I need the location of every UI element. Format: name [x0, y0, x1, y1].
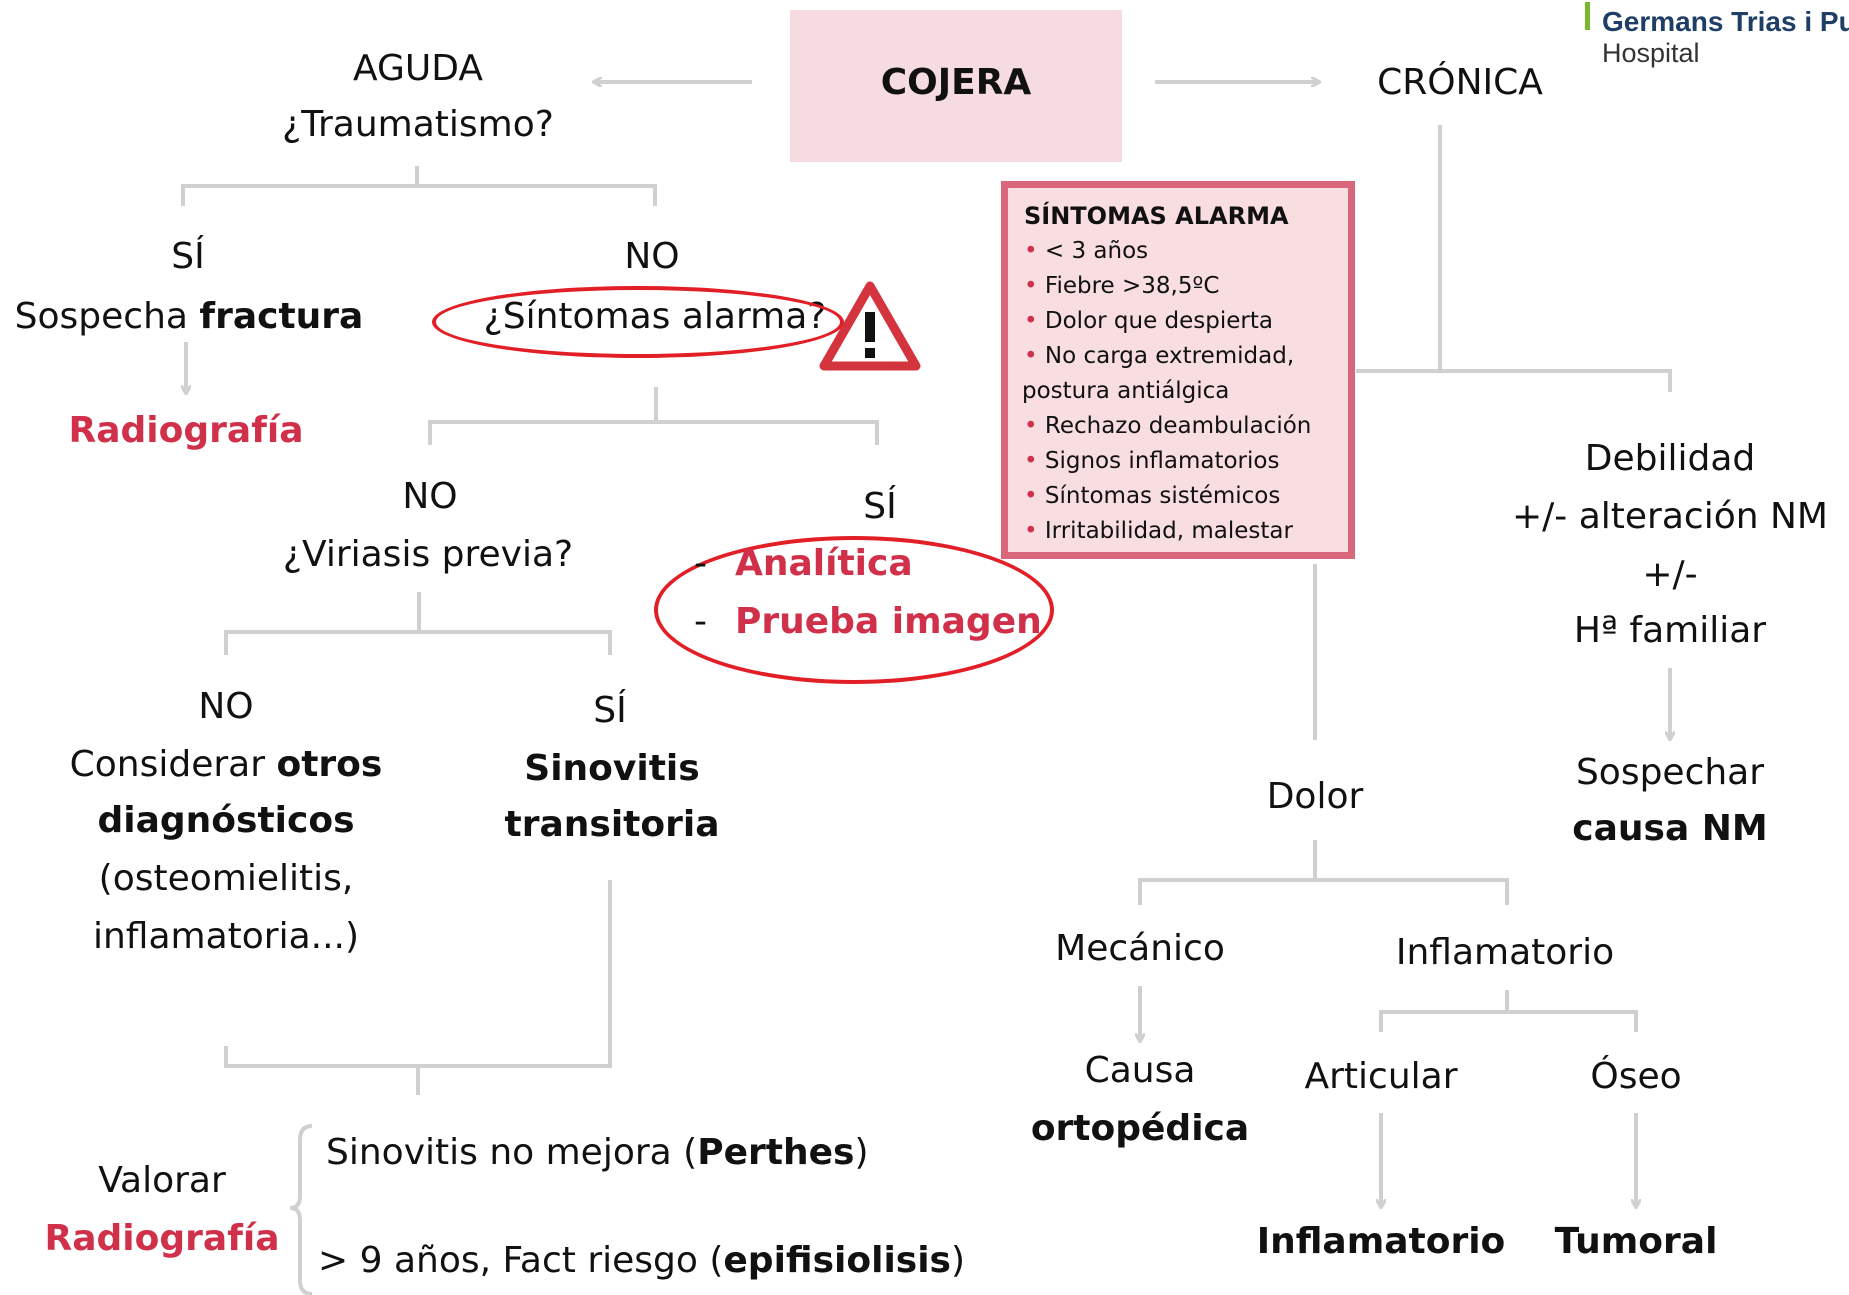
- pruebas-highlight: [654, 536, 1054, 684]
- trauma-no-label: NO: [624, 236, 680, 277]
- valorar-radiografia: Radiografía: [44, 1218, 280, 1259]
- root-node-box: [790, 10, 1122, 162]
- causa-line1: Causa: [1084, 1050, 1196, 1091]
- alarm-item: Fiebre >38,5ºC: [1024, 269, 1332, 304]
- sospechar-line1: Sospechar: [1575, 752, 1765, 793]
- alarm-symptoms-list: < 3 años Fiebre >38,5ºC Dolor que despie…: [1022, 234, 1332, 549]
- articular-label: Articular: [1304, 1056, 1458, 1097]
- prueba-imagen-item: -Prueba imagen: [694, 601, 1042, 642]
- logo-name: Germans Trias i Pujol: [1602, 6, 1849, 37]
- trauma-si-label: SÍ: [171, 236, 205, 277]
- aguda-label: AGUDA: [353, 48, 483, 89]
- logo-subtitle: Hospital: [1602, 38, 1700, 68]
- alarm-item: No carga extremidad,: [1024, 339, 1332, 374]
- alarm-symptoms-box: SÍNTOMAS ALARMA < 3 años Fiebre >38,5ºC …: [1001, 181, 1355, 559]
- tumoral-result: Tumoral: [1554, 1221, 1718, 1262]
- alarm-item: Rechazo deambulación: [1024, 409, 1332, 444]
- alarm-item: Signos inflamatorios: [1024, 444, 1332, 479]
- traumatismo-question: ¿Traumatismo?: [282, 104, 554, 145]
- sinovitis-line2: transitoria: [504, 804, 720, 845]
- alarm-no-label: NO: [402, 476, 458, 517]
- viriasis-no-label: NO: [198, 686, 254, 727]
- alarm-item-continuation: postura antiálgica: [1022, 378, 1230, 404]
- alarm-item: Dolor que despierta: [1024, 304, 1332, 339]
- sinovitis-line1: Sinovitis: [524, 748, 700, 789]
- logo-accent-bar: [1585, 2, 1590, 30]
- analitica-item: -Analítica: [694, 543, 913, 584]
- otros-diagnosticos-line1: Considerar otros: [69, 744, 383, 785]
- alarm-si-label: SÍ: [863, 486, 897, 527]
- valorar-brace: [289, 1124, 313, 1295]
- oseo-label: Óseo: [1590, 1056, 1682, 1097]
- otros-diagnosticos-line2: diagnósticos: [97, 800, 355, 841]
- inflamatorio-label: Inflamatorio: [1395, 932, 1615, 973]
- sintomas-alarma-highlight: [432, 286, 844, 358]
- epifisiolisis-item: > 9 años, Fact riesgo (epifisiolisis): [318, 1240, 966, 1281]
- debilidad-line2: +/- alteración NM: [1512, 496, 1828, 537]
- dolor-label: Dolor: [1266, 776, 1364, 817]
- valorar-label: Valorar: [98, 1160, 226, 1201]
- otros-diagnosticos-line3: (osteomielitis,: [98, 858, 354, 899]
- sospecha-fractura: Sospecha fractura: [14, 296, 364, 337]
- cronica-label: CRÓNICA: [1377, 62, 1543, 103]
- viriasis-question: ¿Viriasis previa?: [282, 534, 574, 575]
- alarm-item: < 3 años: [1024, 234, 1332, 269]
- debilidad-line3: +/-: [1642, 554, 1698, 595]
- mecanico-label: Mecánico: [1055, 928, 1225, 969]
- alarm-item: Síntomas sistémicos: [1024, 479, 1332, 514]
- viriasis-si-label: SÍ: [593, 690, 627, 731]
- alarm-box-title: SÍNTOMAS ALARMA: [1024, 202, 1289, 230]
- debilidad-line4: Hª familiar: [1573, 610, 1767, 651]
- radiografia-result: Radiografía: [68, 410, 304, 451]
- inflamatorio-result: Inflamatorio: [1256, 1221, 1506, 1262]
- otros-diagnosticos-line4: inflamatoria...): [92, 916, 360, 957]
- perthes-item: Sinovitis no mejora (Perthes): [326, 1132, 869, 1173]
- debilidad-line1: Debilidad: [1584, 438, 1756, 479]
- causa-line2: ortopédica: [1030, 1108, 1250, 1149]
- warning-icon: [819, 281, 921, 371]
- root-node-label: COJERA: [880, 62, 1032, 103]
- sospechar-line2: causa NM: [1572, 808, 1768, 849]
- alarm-item: Irritabilidad, malestar: [1024, 514, 1332, 549]
